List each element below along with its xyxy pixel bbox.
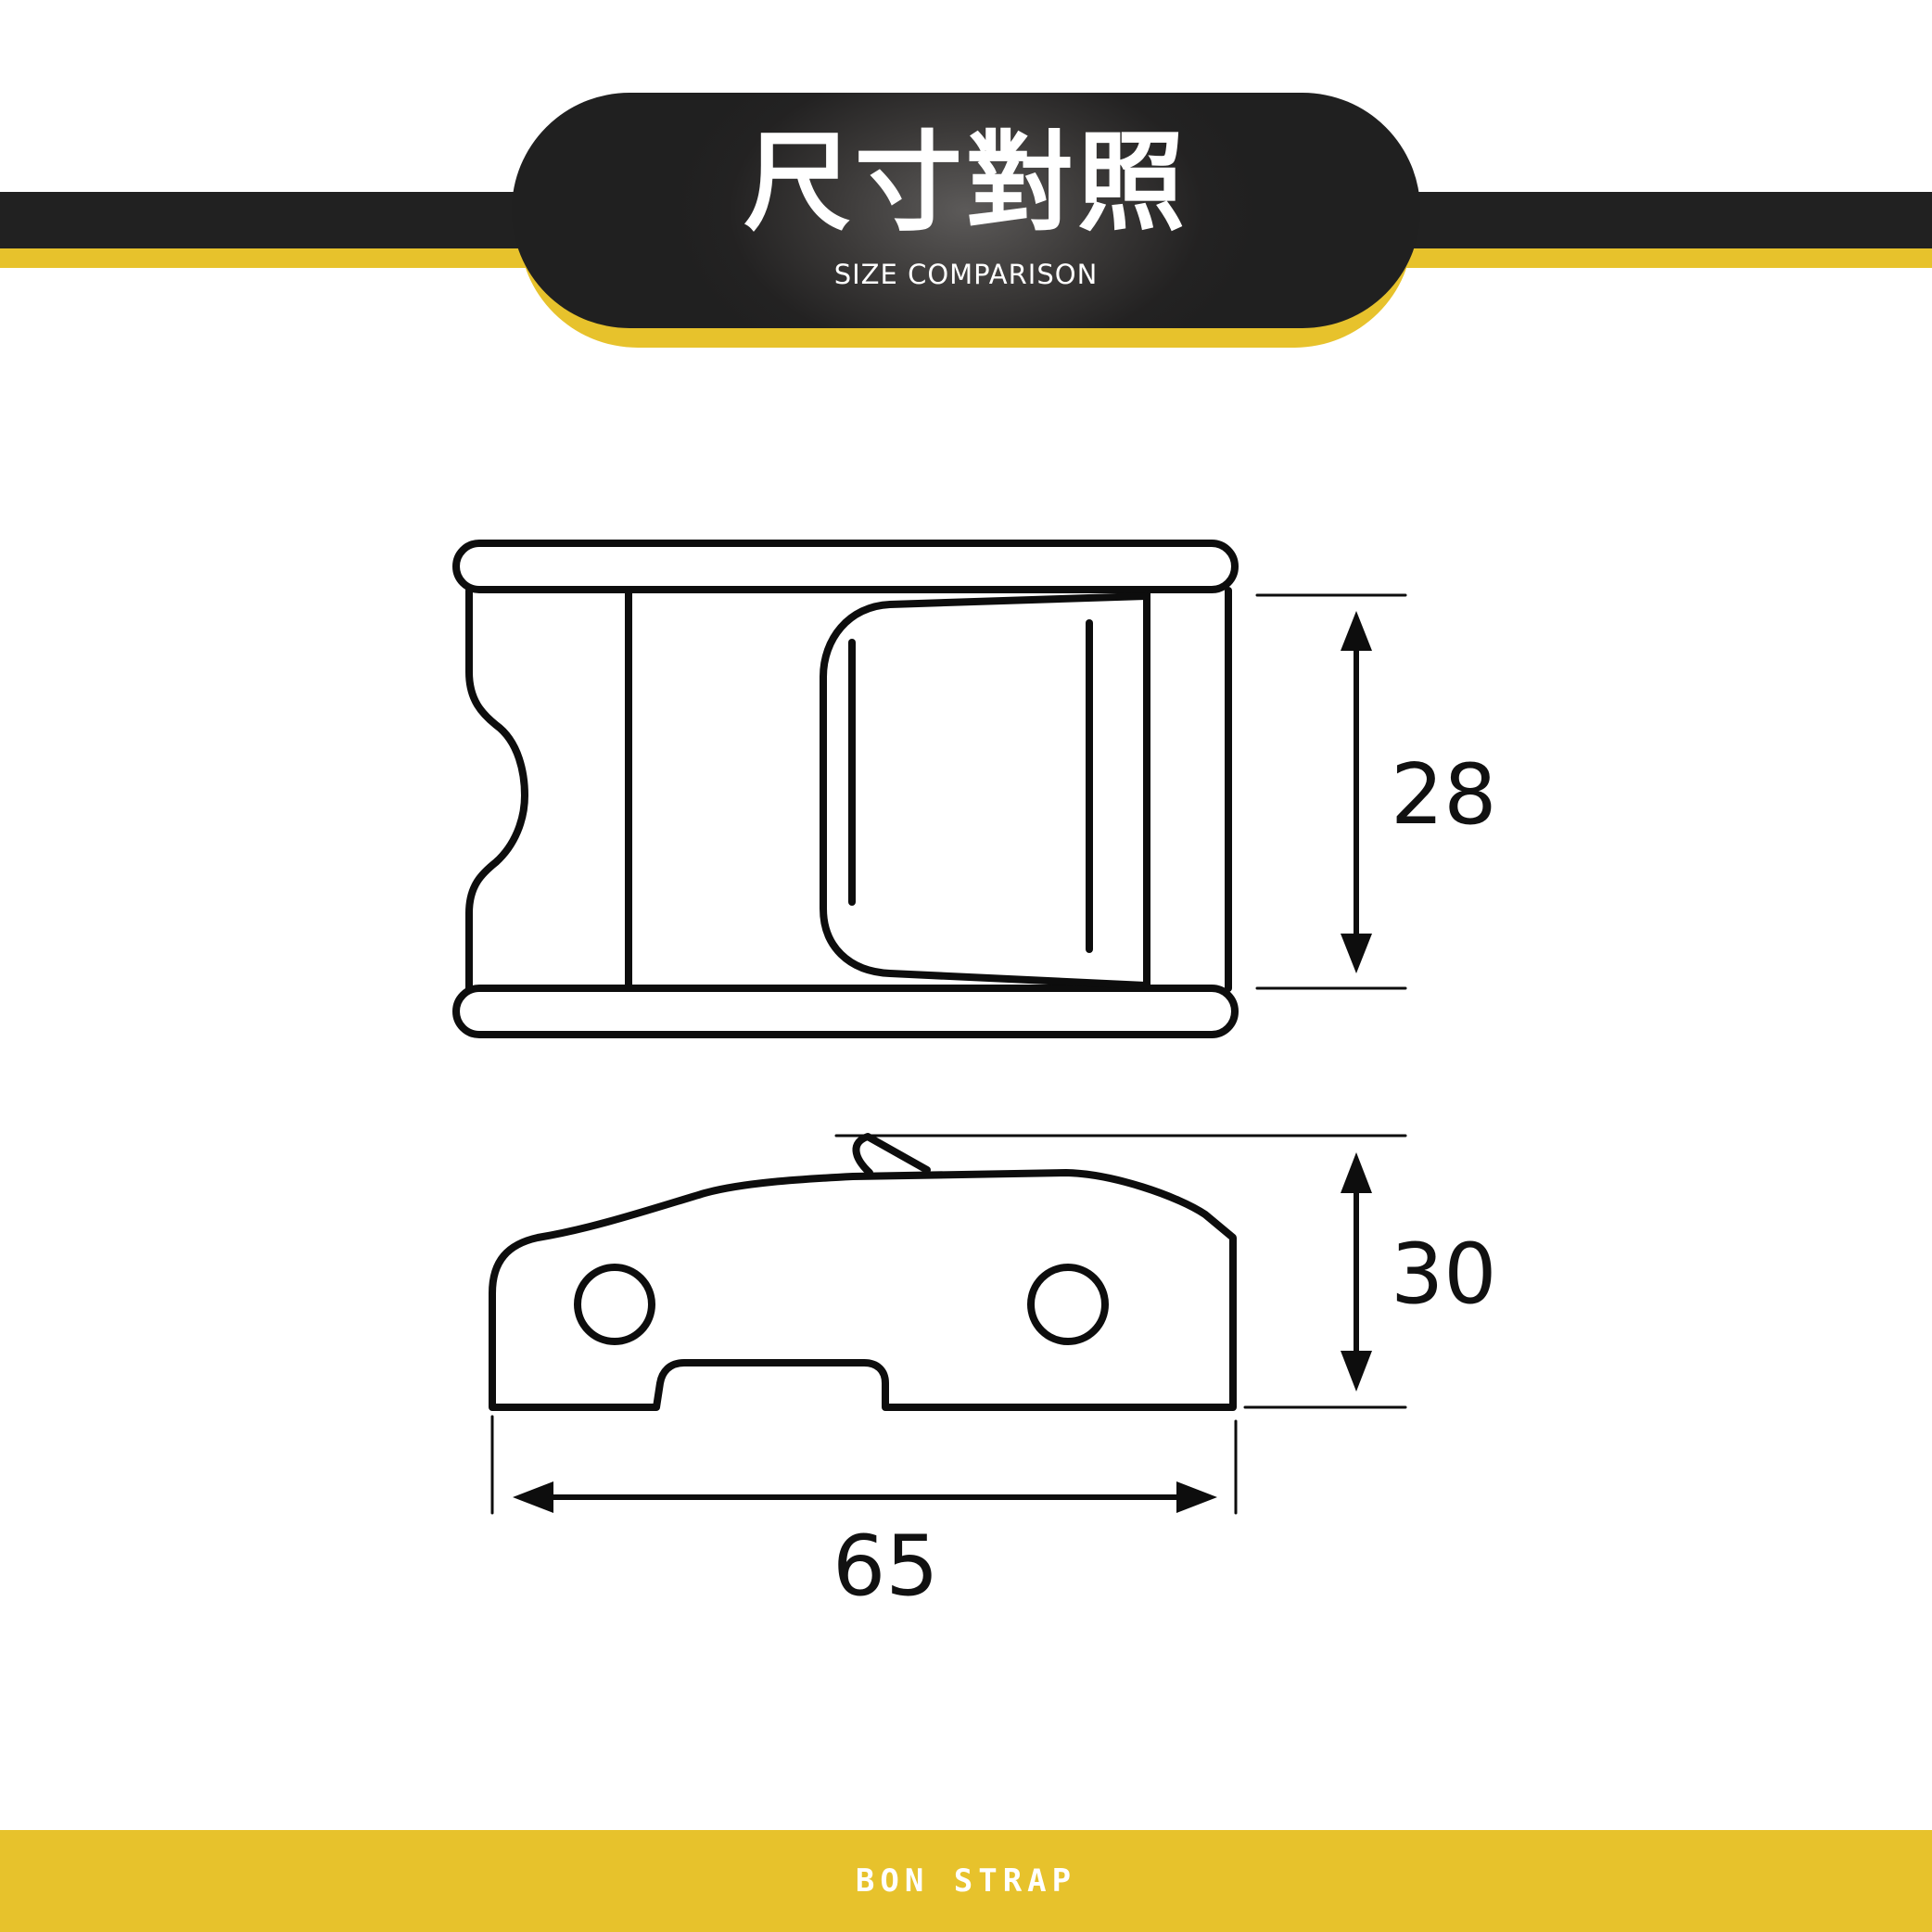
dimension-28-arrows xyxy=(1341,611,1372,973)
title-pill xyxy=(512,93,1420,328)
dimension-28-lines xyxy=(1255,593,1407,990)
page-title: 尺寸對照 xyxy=(744,121,1188,246)
footer-bar: BON STRAP xyxy=(0,1830,1932,1932)
dimension-65-lines xyxy=(490,1415,1238,1515)
brand-name: BON STRAP xyxy=(855,1862,1077,1900)
dimension-65-arrows xyxy=(513,1481,1217,1513)
dimension-30-lines xyxy=(834,1134,1407,1409)
top-view-buckle xyxy=(452,540,1239,1038)
dimension-65-label: 65 xyxy=(833,1518,939,1615)
dimension-28-label: 28 xyxy=(1391,746,1497,844)
page-subtitle: SIZE COMPARISON xyxy=(833,259,1099,290)
dimension-30-label: 30 xyxy=(1391,1226,1497,1323)
dimension-30-arrows xyxy=(1341,1152,1372,1392)
side-view-buckle xyxy=(489,1133,1237,1411)
